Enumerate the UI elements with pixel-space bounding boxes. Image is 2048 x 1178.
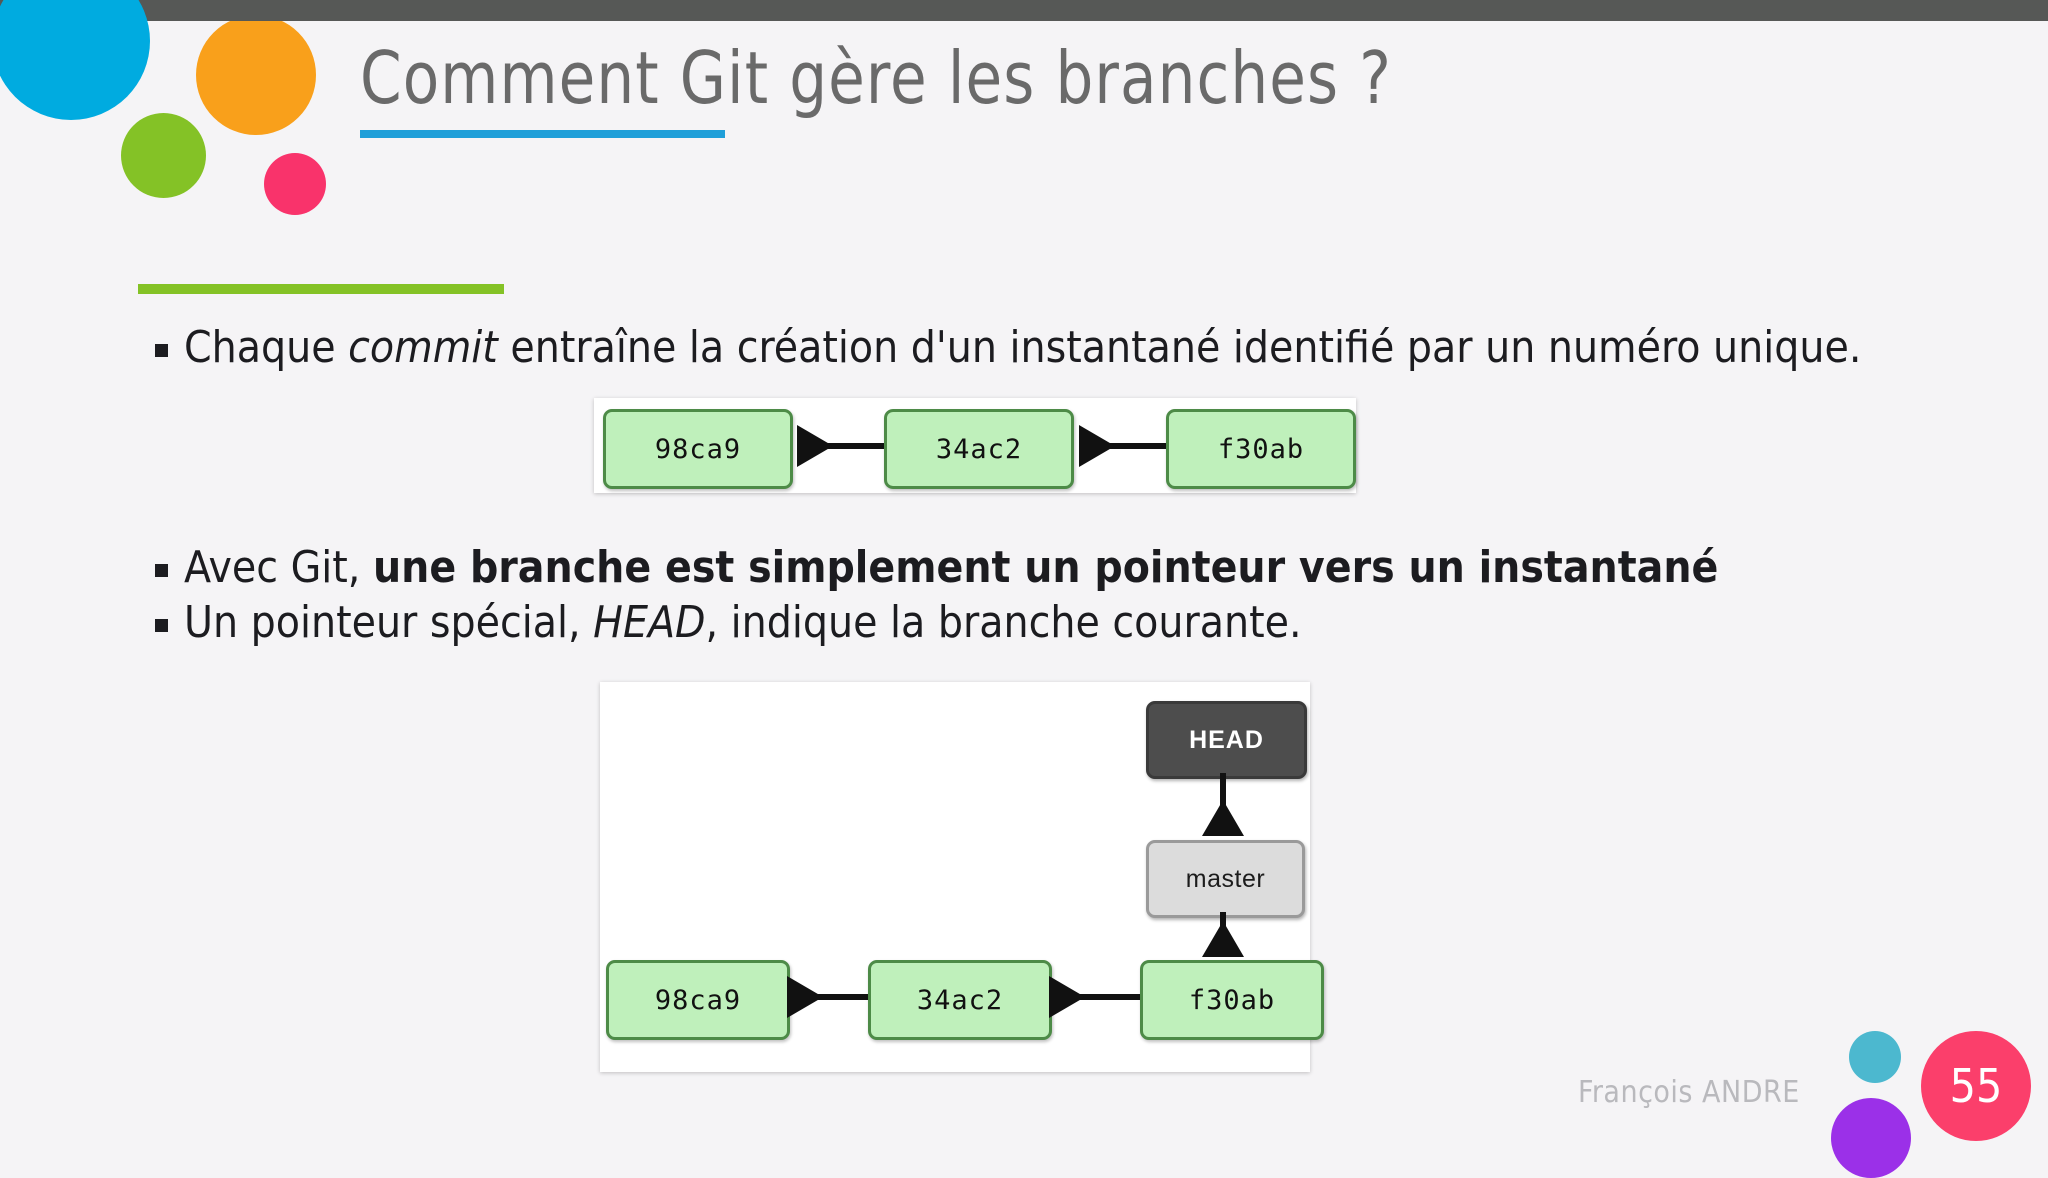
bullet-2-bold: une branche est simplement un pointeur v… xyxy=(372,542,1719,593)
diagram-head-master: HEAD master 98ca9 34ac2 f30ab xyxy=(600,682,1324,1072)
top-bar xyxy=(0,0,2048,21)
decor-circle-orange xyxy=(196,15,316,135)
diagram-commit-chain: 98ca9 34ac2 f30ab xyxy=(594,398,1356,493)
bullet-square-icon xyxy=(155,564,168,577)
bullet-1-lead: Chaque xyxy=(184,322,349,373)
decor-circle-green xyxy=(121,113,206,198)
title-block: Comment Git gère les branches ? xyxy=(360,36,1760,138)
bullet-item-3: Un pointeur spécial, HEAD, indique la br… xyxy=(155,595,2005,650)
bullet-3-lead: Un pointeur spécial, xyxy=(184,597,594,648)
author-label: François ANDRE xyxy=(1578,1075,1800,1110)
commit-box-98ca9: 98ca9 xyxy=(606,960,790,1040)
decor-circle-pink xyxy=(264,153,326,215)
bullet-square-icon xyxy=(155,619,168,632)
title-underline xyxy=(360,130,725,138)
bullet-1-tail: entraîne la création d'un instantané ide… xyxy=(497,322,1862,373)
decor-circle-teal xyxy=(1849,1031,1901,1083)
master-pointer-box: master xyxy=(1146,840,1305,918)
bullet-3-italic: HEAD xyxy=(593,597,706,648)
bullet-square-icon xyxy=(155,344,168,357)
commit-chain-arrows xyxy=(797,425,1166,467)
bullet-group-two: Avec Git, une branche est simplement un … xyxy=(155,540,2005,650)
bullet-item-2: Avec Git, une branche est simplement un … xyxy=(155,540,2005,595)
commit-box-f30ab: f30ab xyxy=(1166,409,1356,489)
bullet-3-tail: , indique la branche courante. xyxy=(705,597,1302,648)
bullet-1-italic: commit xyxy=(348,322,498,373)
page-title: Comment Git gère les branches ? xyxy=(360,36,1392,120)
commit-box-f30ab: f30ab xyxy=(1140,960,1324,1040)
commit-box-34ac2: 34ac2 xyxy=(884,409,1074,489)
decor-circle-purple xyxy=(1831,1098,1911,1178)
bullet-group-one: Chaque commit entraîne la création d'un … xyxy=(155,320,1955,375)
accent-rule xyxy=(138,284,504,294)
page-number-badge: 55 xyxy=(1921,1031,2031,1141)
commit-box-98ca9: 98ca9 xyxy=(603,409,793,489)
head-master-arrows xyxy=(787,773,1244,1018)
bullet-item-1: Chaque commit entraîne la création d'un … xyxy=(155,320,1955,375)
decor-circle-blue xyxy=(0,0,150,120)
head-pointer-box: HEAD xyxy=(1146,701,1307,779)
bullet-2-lead: Avec Git, xyxy=(184,542,373,593)
